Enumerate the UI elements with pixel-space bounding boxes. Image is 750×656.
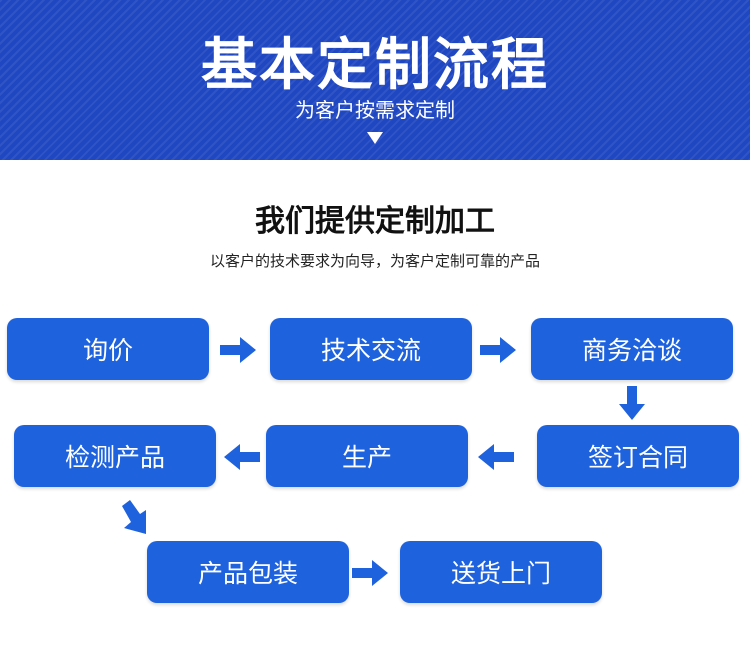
- step-business-negotiation: 商务洽谈: [531, 318, 733, 380]
- header-banner: 基本定制流程 为客户按需求定制: [0, 0, 750, 160]
- step-sign-contract: 签订合同: [537, 425, 739, 487]
- arrow-right-icon: [220, 337, 256, 363]
- step-tech-exchange: 技术交流: [270, 318, 472, 380]
- step-production: 生产: [266, 425, 468, 487]
- triangle-down-icon: [367, 132, 383, 144]
- arrow-right-icon: [352, 560, 388, 586]
- step-packaging: 产品包装: [147, 541, 349, 603]
- arrow-down-icon: [619, 386, 645, 420]
- step-delivery: 送货上门: [400, 541, 602, 603]
- arrow-left-icon: [478, 444, 514, 470]
- arrow-right-icon: [480, 337, 516, 363]
- arrow-left-icon: [224, 444, 260, 470]
- banner-subtitle: 为客户按需求定制: [295, 98, 455, 122]
- step-inquiry: 询价: [7, 318, 209, 380]
- arrow-down-right-icon: [122, 500, 146, 534]
- section-subheading: 以客户的技术要求为向导，为客户定制可靠的产品: [209, 252, 540, 270]
- banner-title: 基本定制流程: [201, 33, 549, 98]
- step-inspect-product: 检测产品: [14, 425, 216, 487]
- section-heading: 我们提供定制加工: [255, 204, 495, 239]
